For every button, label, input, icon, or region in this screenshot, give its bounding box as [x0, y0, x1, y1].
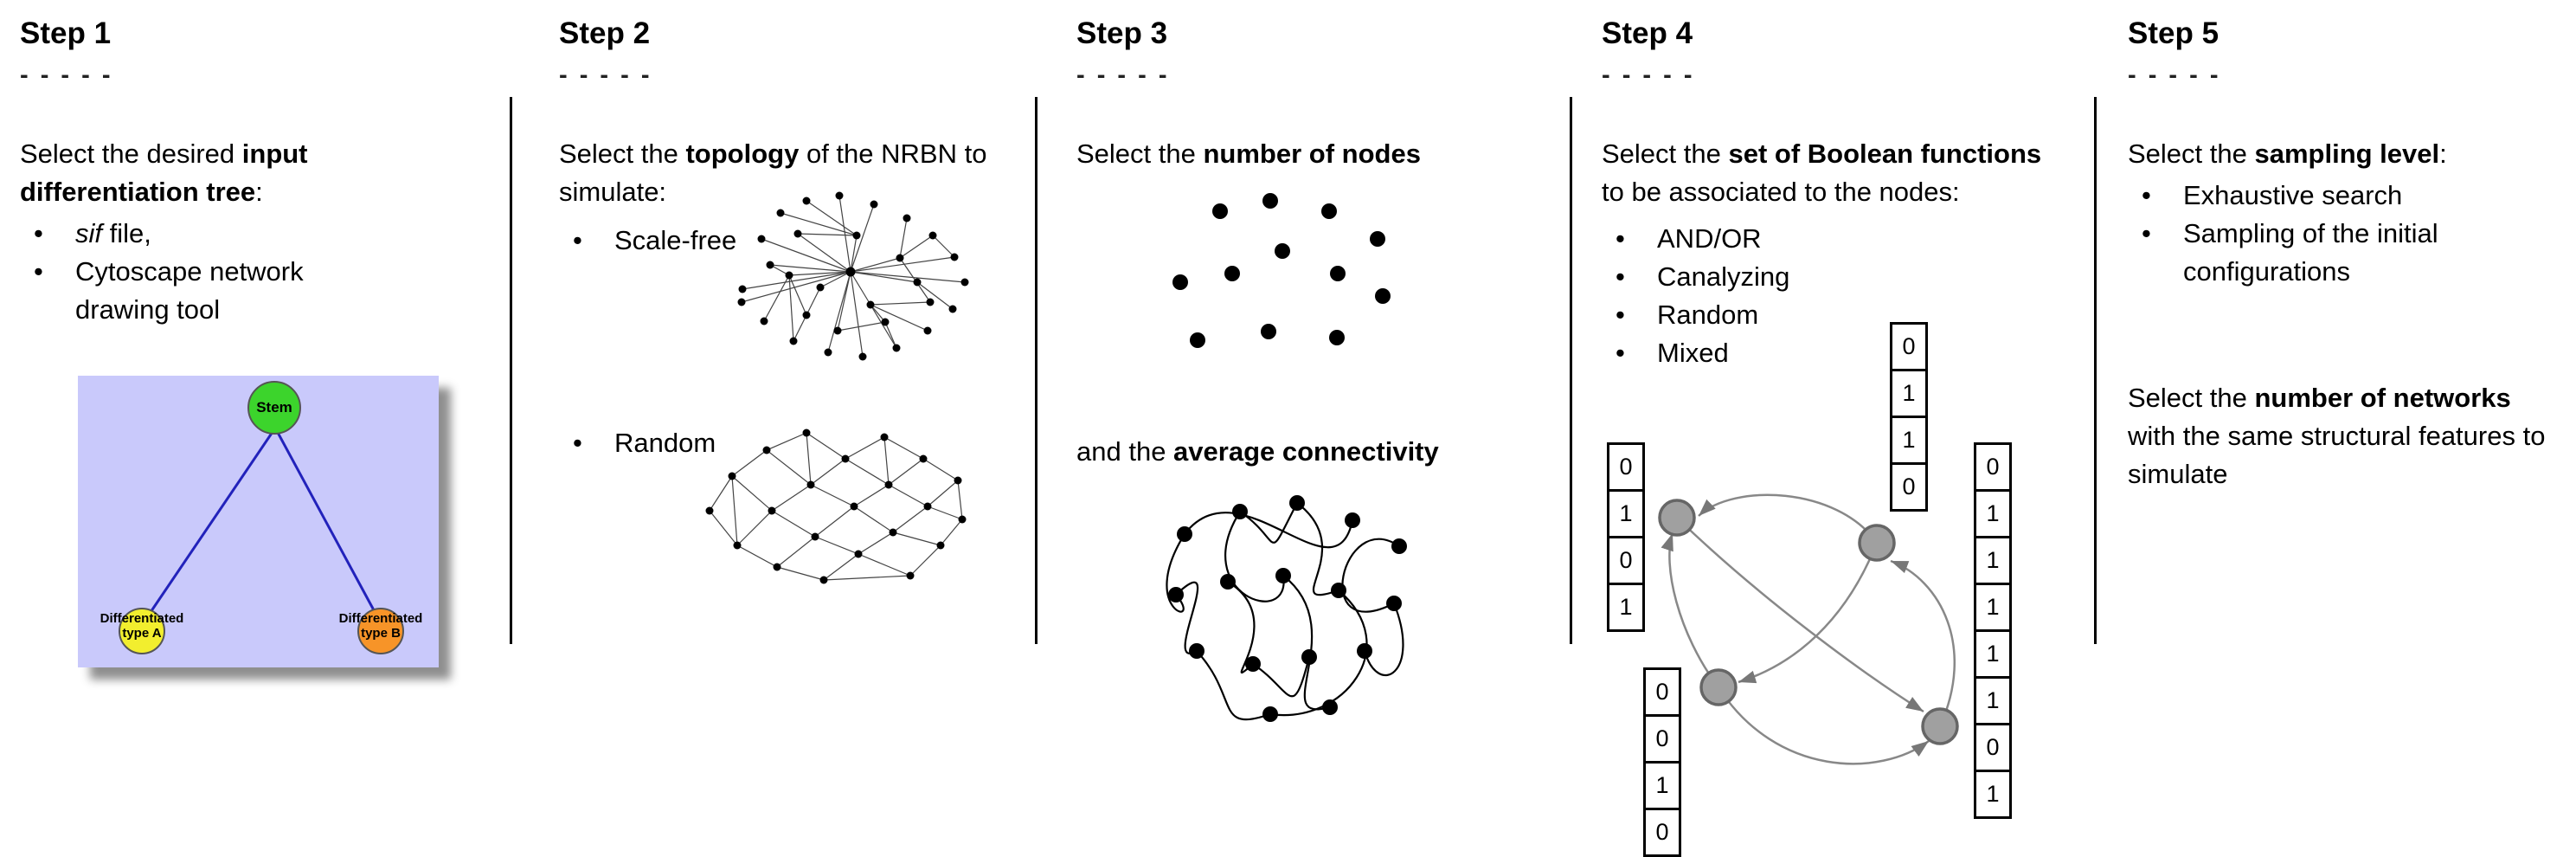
bullet-cytoscape: Cytoscape network drawing tool	[20, 253, 383, 329]
stem-node: Stem	[247, 381, 301, 435]
step-4-dashes: - - - - -	[1602, 61, 1695, 89]
truth-table-cell: 1	[1974, 583, 2012, 632]
divider-1	[510, 97, 512, 644]
boolean-network-graph	[1658, 493, 1959, 765]
step-3-column: Step 3 - - - - - Select the number of no…	[1076, 0, 1561, 851]
nodes-scatter-figure	[1172, 193, 1391, 348]
step-2-title: Step 2	[559, 16, 651, 50]
divider-2	[1035, 97, 1037, 644]
truth-table-cell: 0	[1890, 322, 1928, 371]
bullet-and-or: AND/OR	[1602, 220, 1965, 258]
truth-table-cell: 1	[1974, 536, 2012, 585]
step-4-intro: Select the set of Boolean functions to b…	[1602, 139, 2042, 208]
step-1-bullet-list: sif file, Cytoscape network drawing tool	[20, 215, 383, 329]
type-b-node	[357, 608, 404, 654]
boolean-node-d	[1921, 707, 1959, 745]
step-5-title: Step 5	[2128, 16, 2219, 50]
bullet-sif-file: sif file,	[20, 215, 383, 253]
truth-table-cell: 1	[1607, 489, 1645, 538]
step-2-bullet-list: Scale-free Random	[559, 222, 922, 462]
step-1-title: Step 1	[20, 16, 112, 50]
boolean-node-b	[1858, 524, 1896, 562]
bullet-mixed: Mixed	[1602, 334, 1965, 372]
step-3-second: and the average connectivity	[1076, 436, 1439, 467]
random-network-figure	[705, 428, 967, 584]
truth-table-cell: 0	[1974, 442, 2012, 492]
bullet-sampling-configurations: Sampling of the initial configurations	[2128, 215, 2517, 291]
step-1-dashes: - - - - -	[20, 61, 113, 89]
truth-table-cell: 1	[1974, 489, 2012, 538]
boolean-node-a	[1658, 499, 1696, 537]
tree-edges	[144, 428, 381, 621]
step-5-bullet-list: Exhaustive search Sampling of the initia…	[2128, 177, 2517, 291]
truth-table-cell: 0	[1607, 536, 1645, 585]
step-3-intro: Select the number of nodes	[1076, 139, 1421, 169]
stem-label: Stem	[256, 399, 292, 416]
truth-table-cell: 0	[1643, 808, 1681, 857]
truth-table-cell: 1	[1643, 761, 1681, 810]
step-2-dashes: - - - - -	[559, 61, 652, 89]
boolean-node-c	[1699, 668, 1738, 706]
step-1-intro: Select the desired input differentiation…	[20, 139, 308, 208]
step-2-intro: Select the topology of the NRBN to simul…	[559, 139, 987, 208]
truth-table-cell: 0	[1607, 442, 1645, 492]
type-a-node	[119, 608, 165, 654]
step-4-column: Step 4 - - - - - Select the set of Boole…	[1602, 0, 2073, 857]
divider-3	[1570, 97, 1572, 644]
step-4-bullet-list: AND/OR Canalyzing Random Mixed	[1602, 220, 1965, 372]
step-5-intro: Select the sampling level:	[2128, 139, 2447, 169]
bullet-scale-free: Scale-free	[559, 222, 922, 260]
truth-table-cell: 1	[1974, 629, 2012, 679]
truth-table-cell: 1	[1890, 369, 1928, 418]
step-2-column: Step 2 - - - - - Select the topology of …	[559, 0, 996, 851]
step-4-title: Step 4	[1602, 16, 1693, 50]
divider-4	[2094, 97, 2097, 644]
truth-table-cell: 1	[1974, 770, 2012, 819]
step-1-column: Step 1 - - - - - Select the desired inpu…	[20, 0, 491, 851]
bullet-random-functions: Random	[1602, 296, 1965, 334]
truth-table-cell: 1	[1974, 676, 2012, 725]
scale-free-network-figure	[737, 191, 969, 361]
type-b-label: Differentiated type B	[338, 611, 423, 641]
step-5-second: Select the number of networks with the s…	[2128, 383, 2546, 490]
truth-table-cell: 0	[1643, 667, 1681, 717]
step-3-dashes: - - - - -	[1076, 61, 1170, 89]
bullet-canalyzing: Canalyzing	[1602, 258, 1965, 296]
truth-table-cell: 0	[1890, 462, 1928, 512]
truth-table-cell: 1	[1890, 416, 1928, 465]
differentiation-tree-figure: Stem Differentiated type A Differentiate…	[78, 376, 439, 667]
type-a-label: Differentiated type A	[100, 611, 184, 641]
bullet-random: Random	[559, 424, 922, 462]
step-3-title: Step 3	[1076, 16, 1168, 50]
bullet-exhaustive-search: Exhaustive search	[2128, 177, 2517, 215]
truth-table-cell: 0	[1974, 723, 2012, 772]
connectivity-network-figure	[1166, 495, 1407, 722]
step-5-dashes: - - - - -	[2128, 61, 2221, 89]
truth-table-cell: 0	[1643, 714, 1681, 764]
truth-table-cell: 1	[1607, 583, 1645, 632]
step-5-column: Step 5 - - - - - Select the sampling lev…	[2128, 0, 2573, 851]
